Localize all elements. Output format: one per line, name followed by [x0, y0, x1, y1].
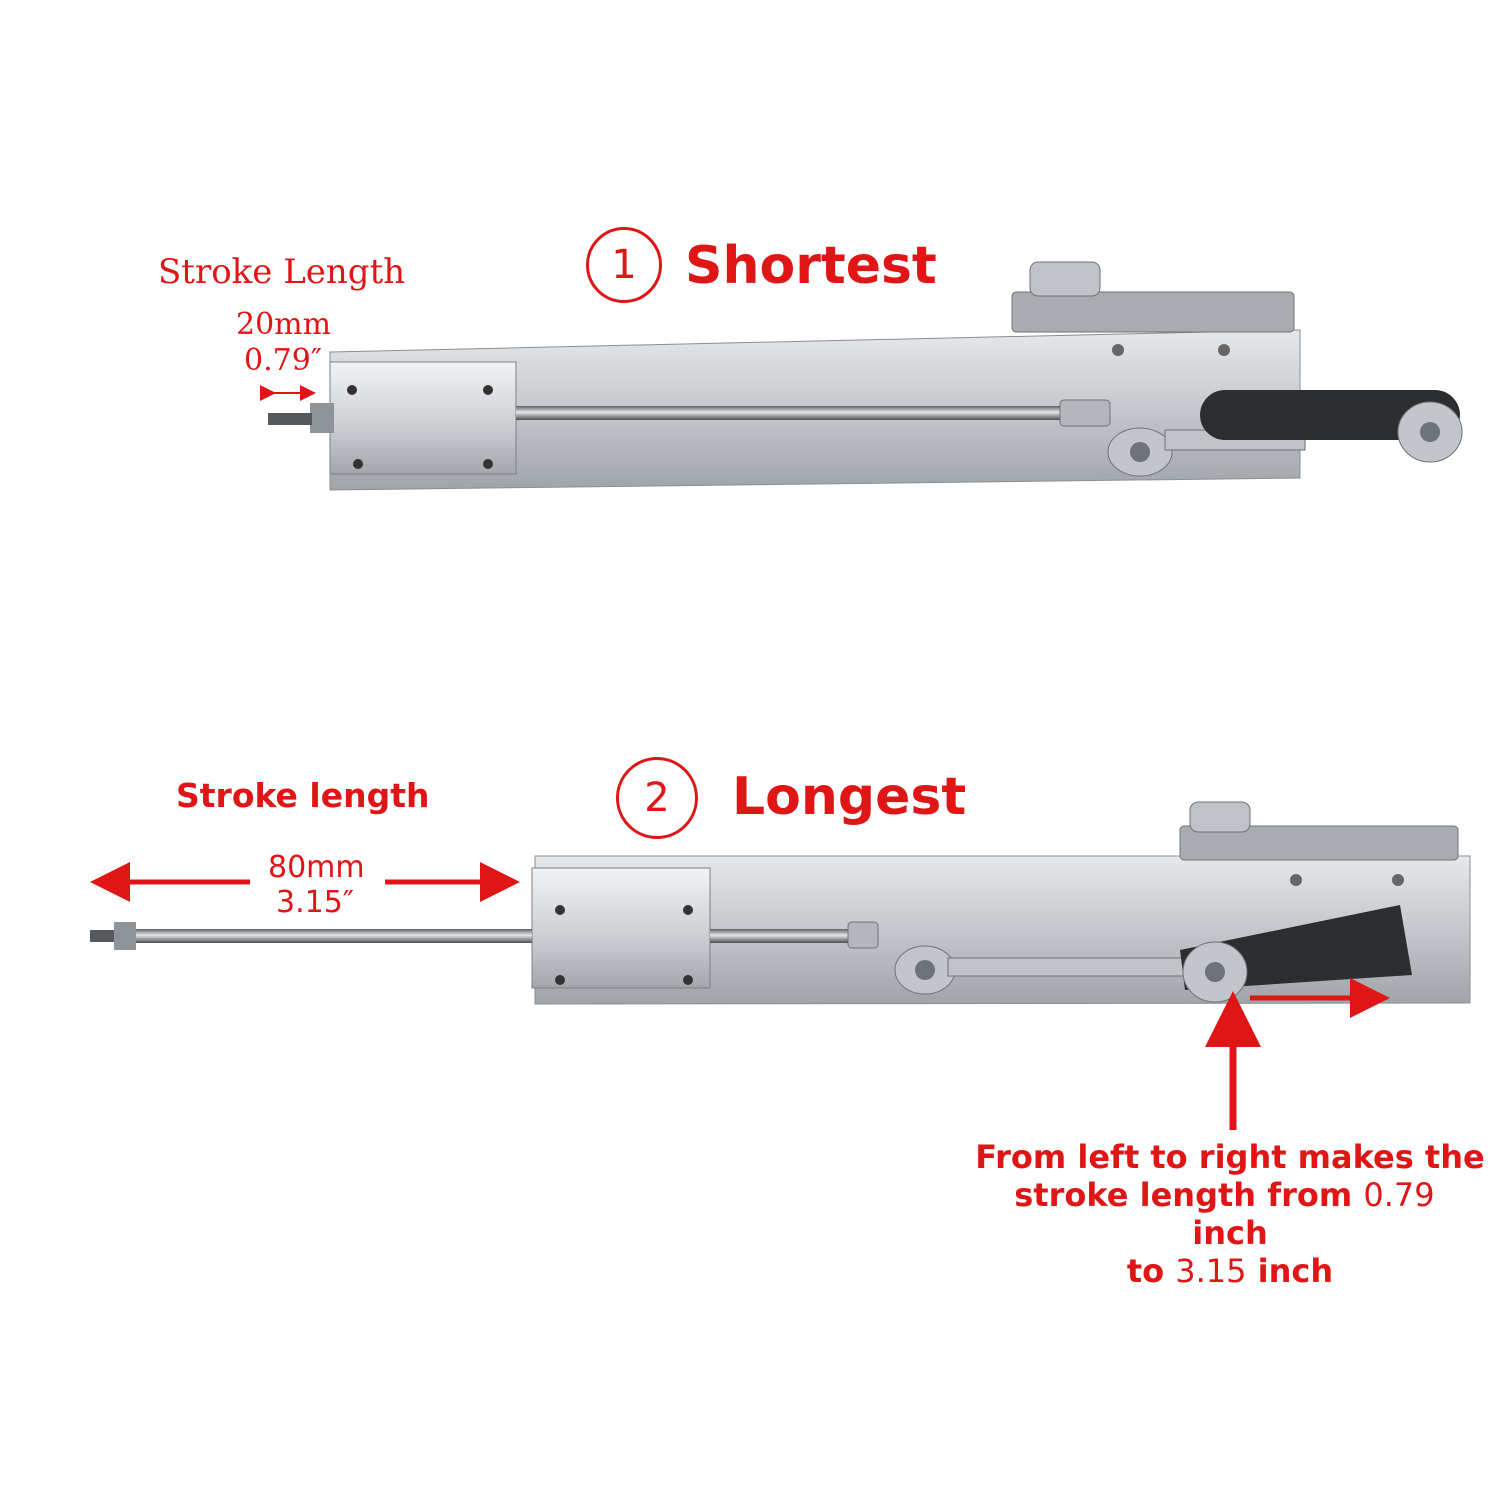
note-line-3: to 3.15 inch	[1126, 1252, 1334, 1290]
step-number-badge: 2	[616, 757, 698, 839]
step-number: 1	[611, 242, 637, 288]
panel-title-shortest: Shortest	[685, 236, 937, 296]
stroke-inch-value: 0.79″	[244, 343, 323, 378]
actuator-longest	[90, 801, 1471, 1005]
panel-title-longest: Longest	[732, 767, 967, 827]
stroke-mm-value: 20mm	[236, 307, 332, 342]
note-line-1: From left to right makes the	[975, 1138, 1485, 1176]
actuator-shortest	[268, 261, 1463, 491]
stroke-mm-value: 80mm	[268, 850, 365, 885]
adjustment-note: From left to right makes the stroke leng…	[975, 1138, 1485, 1290]
stroke-length-label: Stroke Length	[158, 252, 406, 292]
step-number: 2	[644, 775, 670, 821]
stroke-length-label: Stroke length	[176, 776, 430, 815]
step-number-badge: 1	[586, 227, 662, 303]
note-line-2: stroke length from 0.79 inch	[1014, 1176, 1435, 1252]
stroke-inch-value: 3.15″	[276, 885, 355, 920]
